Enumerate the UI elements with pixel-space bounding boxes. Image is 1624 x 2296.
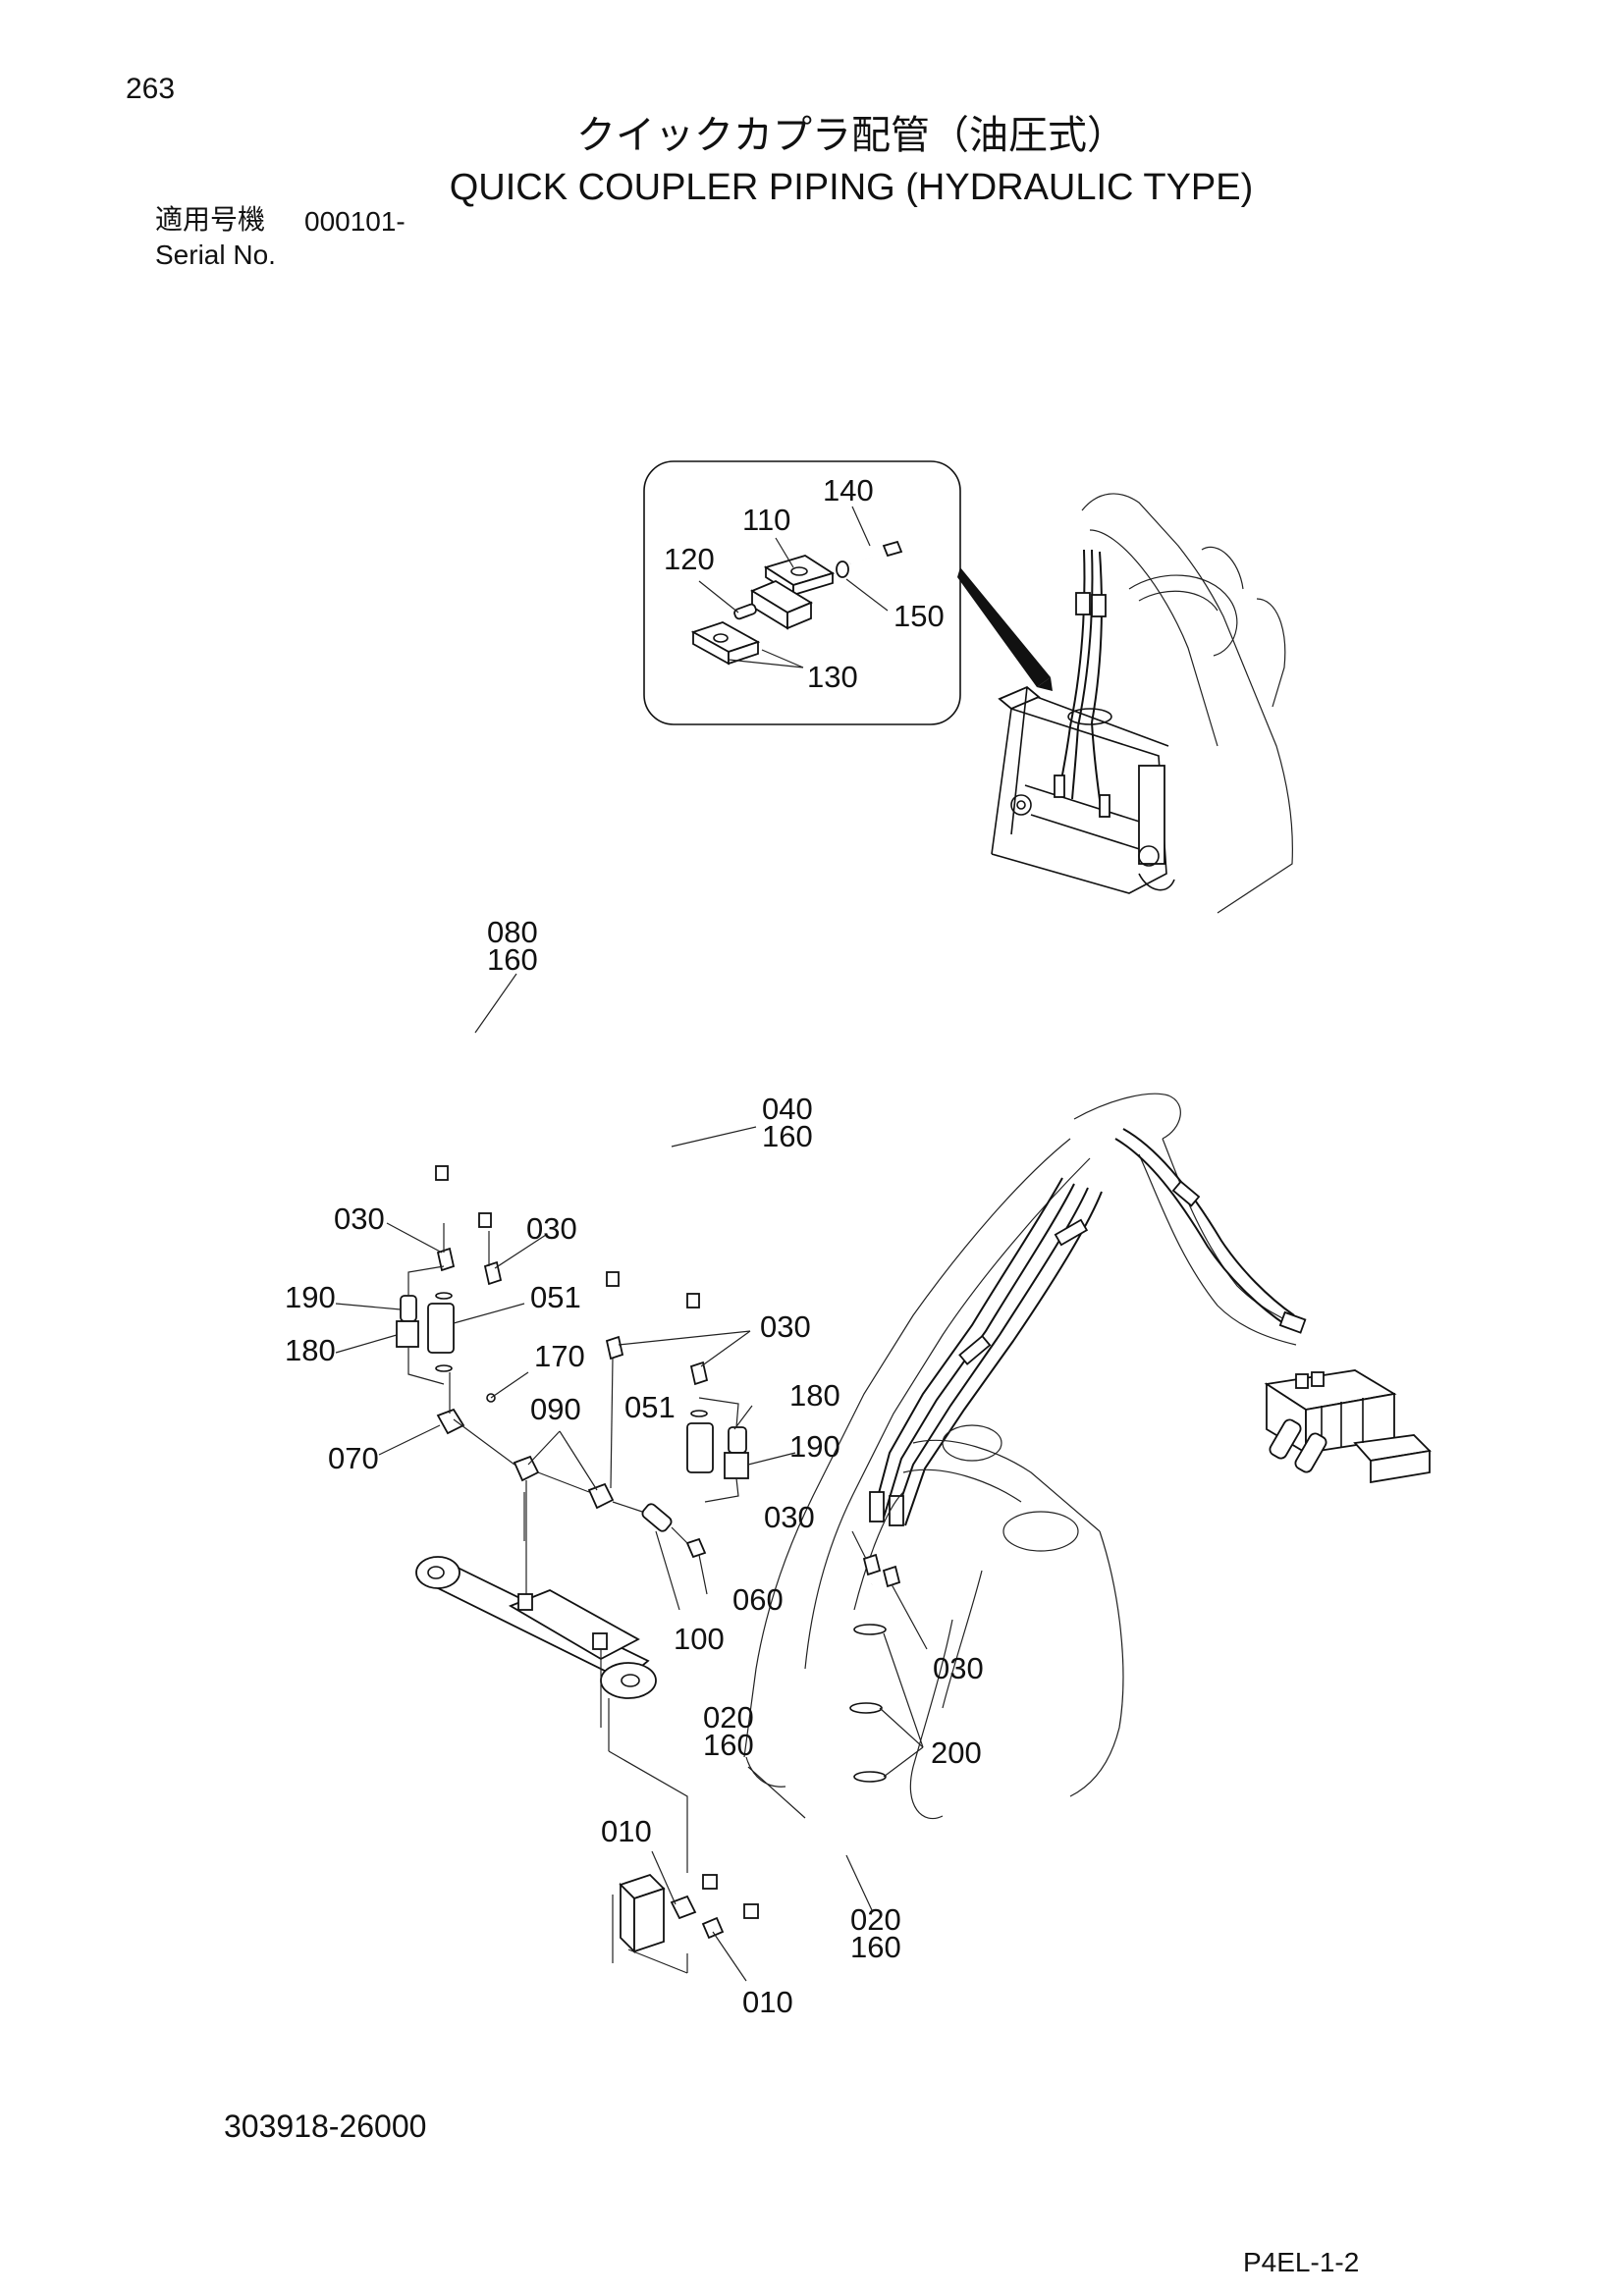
part-130-clamp xyxy=(690,621,761,666)
callout-060: 060 xyxy=(732,1582,784,1617)
callout-130: 130 xyxy=(807,660,858,694)
serial-label-japanese: 適用号機 xyxy=(155,203,266,236)
callout-180-left: 180 xyxy=(285,1333,336,1367)
callout-160-040: 160 xyxy=(762,1119,813,1153)
callout-200: 200 xyxy=(931,1735,982,1770)
callout-160-top: 160 xyxy=(487,942,538,977)
callout-051-right: 051 xyxy=(624,1390,676,1424)
title-japanese: クイックカプラ配管（油圧式） xyxy=(576,113,1126,158)
callout-190-right: 190 xyxy=(789,1429,840,1464)
detail-inset: 140 110 120 150 130 xyxy=(643,460,1053,725)
callout-020-upper: 020 xyxy=(703,1700,754,1735)
callout-110: 110 xyxy=(742,503,790,537)
part-150-washer xyxy=(836,561,849,578)
callout-160-020-lower: 160 xyxy=(850,1930,901,1964)
callout-180-right: 180 xyxy=(789,1378,840,1413)
part-140-bolt xyxy=(849,540,903,565)
hose-020 xyxy=(702,1583,892,1919)
callout-010-lower: 010 xyxy=(742,1985,793,2019)
serial-label-english: Serial No. xyxy=(155,240,276,270)
callout-030-upper-right: 030 xyxy=(526,1211,577,1246)
title-english: QUICK COUPLER PIPING (HYDRAULIC TYPE) xyxy=(449,167,1254,208)
hose-040 xyxy=(606,1073,700,1308)
callout-120: 120 xyxy=(664,542,715,576)
control-valve xyxy=(1264,1369,1432,1484)
callout-190-left: 190 xyxy=(285,1280,336,1314)
exploded-piping: 080 160 040 160 030 030 190 051 180 170 … xyxy=(285,915,984,2019)
coupler-cylinder xyxy=(415,1556,657,1699)
callout-100: 100 xyxy=(674,1622,725,1656)
callout-030-boom-lower: 030 xyxy=(933,1651,984,1685)
callout-020-lower: 020 xyxy=(850,1902,901,1937)
callout-051-left: 051 xyxy=(530,1280,581,1314)
serial-number-value: 000101- xyxy=(304,206,406,237)
callout-030-center: 030 xyxy=(760,1309,811,1344)
valve-block-010 xyxy=(612,1873,725,1974)
callout-030-upper-left: 030 xyxy=(334,1201,385,1236)
callout-150: 150 xyxy=(893,599,945,633)
callout-080: 080 xyxy=(487,915,538,949)
callout-170: 170 xyxy=(534,1339,585,1373)
page-number: 263 xyxy=(126,73,176,105)
callout-070: 070 xyxy=(328,1441,379,1475)
arm-and-coupler-upper xyxy=(991,493,1293,914)
page-code: P4EL-1-2 xyxy=(1243,2247,1360,2277)
hose-080 xyxy=(435,1030,492,1228)
callout-010-upper: 010 xyxy=(601,1814,652,1848)
part-120-pin xyxy=(733,603,757,620)
part-110-clamp-plate xyxy=(750,555,836,630)
callout-030-boom-upper: 030 xyxy=(764,1500,815,1534)
boom-outline-lower xyxy=(743,1093,1432,1820)
document-code: 303918-26000 xyxy=(224,2109,427,2144)
callout-090: 090 xyxy=(530,1392,581,1426)
callout-140: 140 xyxy=(823,473,874,507)
callout-040: 040 xyxy=(762,1092,813,1126)
callout-160-020-upper: 160 xyxy=(703,1728,754,1762)
